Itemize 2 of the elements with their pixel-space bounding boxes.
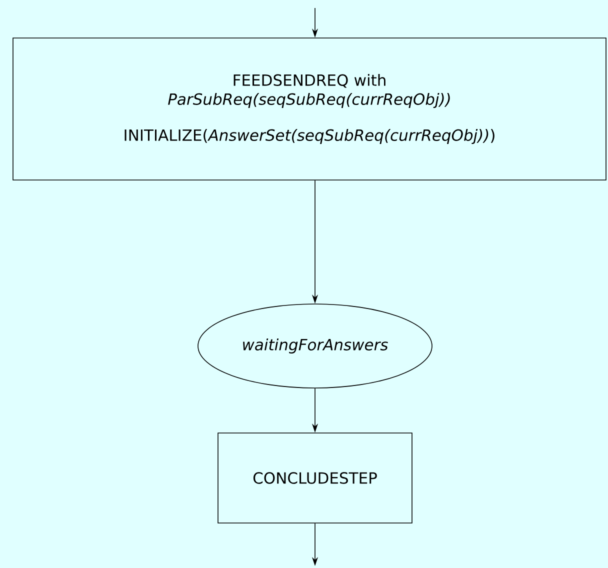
process-box: FEEDSENDREQ with ParSubReq(seqSubReq(currReqObj)) INITIALIZE(AnswerSet(seqSubReq(currReqObj))) [12, 38, 606, 180]
process-box: CONCLUDESTEP [218, 432, 412, 524]
